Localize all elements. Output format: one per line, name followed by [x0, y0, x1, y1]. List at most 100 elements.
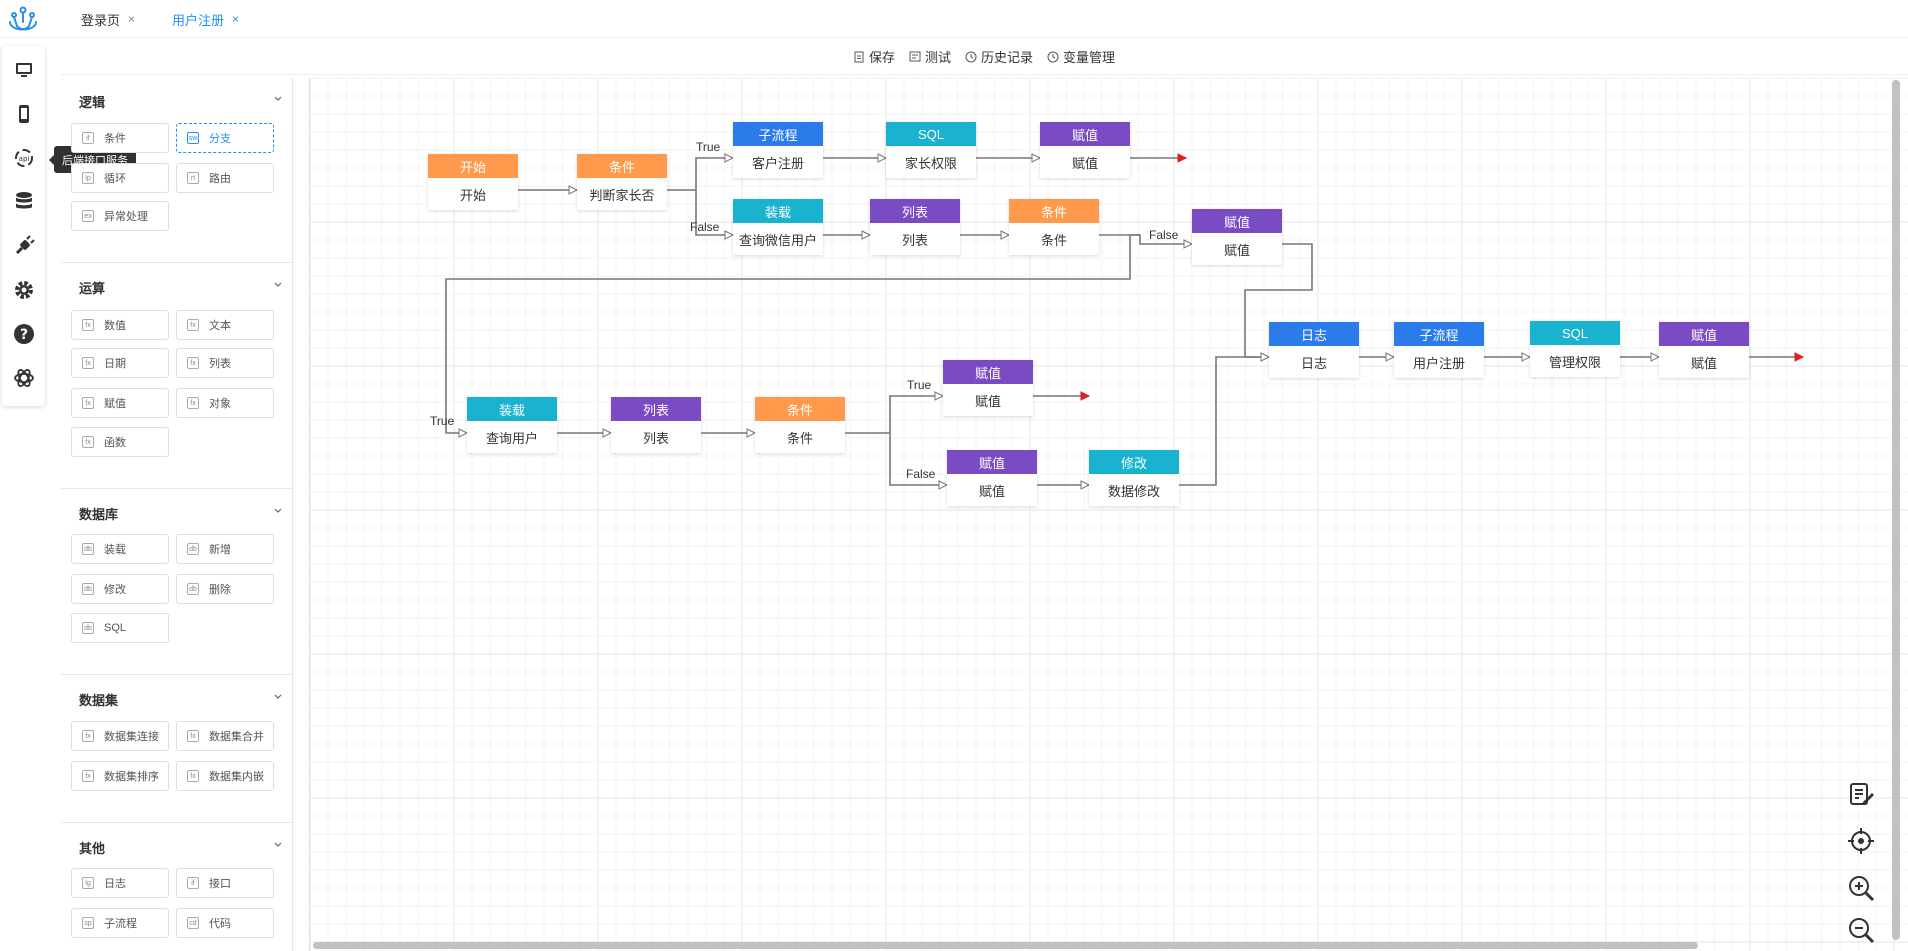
svg-text:api: api	[19, 155, 30, 163]
clock-icon	[965, 51, 977, 62]
flow-node-type: 赋值	[947, 450, 1037, 474]
flow-node[interactable]: 赋值赋值	[1659, 322, 1749, 378]
editor-toolbar: 保存 测试 历史记录 变量管理	[60, 39, 1908, 75]
chevron-down-icon[interactable]	[273, 692, 283, 702]
monitor-icon[interactable]	[12, 58, 36, 82]
flow-edge	[695, 190, 733, 236]
help-icon[interactable]: ?	[12, 322, 36, 346]
flow-node-title: 查询用户	[485, 430, 538, 446]
chevron-down-icon[interactable]	[273, 94, 283, 104]
function-icon: fx	[187, 319, 199, 331]
plugin-icon[interactable]	[12, 234, 36, 258]
flow-node-title: 条件	[1040, 232, 1067, 248]
edge-arrowhead	[934, 391, 945, 401]
flow-node-title: 客户注册	[751, 155, 804, 171]
flow-node-type: 列表	[870, 199, 960, 223]
database-icon[interactable]	[12, 190, 36, 214]
variable-manage-button[interactable]: 变量管理	[1047, 47, 1115, 66]
edge-arrowhead	[1000, 230, 1011, 240]
edit-note-icon[interactable]	[1847, 780, 1875, 808]
flow-node[interactable]: 装载查询微信用户	[733, 199, 823, 255]
flow-node-title: 赋值	[1223, 242, 1250, 258]
flow-node[interactable]: 子流程客户注册	[733, 122, 823, 178]
app-logo-icon[interactable]	[4, 4, 42, 34]
history-label: 历史记录	[981, 50, 1034, 65]
flow-node[interactable]: 条件条件	[755, 397, 845, 453]
locate-icon[interactable]	[1847, 827, 1875, 855]
flow-node-title: 列表	[642, 430, 669, 446]
horizontal-scrollbar[interactable]	[313, 942, 1698, 949]
tab-close-icon[interactable]: ×	[232, 12, 240, 26]
clock-icon	[1047, 51, 1059, 62]
chevron-down-icon[interactable]	[273, 280, 283, 290]
chevron-down-icon[interactable]	[273, 840, 283, 850]
flow-node-type: SQL	[886, 122, 976, 146]
api-service-icon[interactable]: api	[12, 146, 36, 170]
flow-node[interactable]: 列表列表	[870, 199, 960, 255]
component-label: 修改	[104, 584, 126, 596]
flow-node[interactable]: 条件条件	[1009, 199, 1099, 255]
zoom-out-icon[interactable]	[1847, 916, 1875, 944]
tab-user-register[interactable]: 用户注册 ×	[172, 9, 239, 29]
save-button[interactable]: 保存	[853, 47, 895, 66]
flow-node[interactable]: 子流程用户注册	[1394, 322, 1484, 378]
zoom-in-icon[interactable]	[1847, 874, 1875, 902]
flow-node[interactable]: 修改数据修改	[1089, 450, 1179, 506]
component-label: 路由	[209, 173, 231, 185]
flow-node-title: 赋值	[974, 393, 1001, 409]
flow-edges	[445, 153, 1805, 490]
history-button[interactable]: 历史记录	[965, 47, 1033, 66]
flow-node[interactable]: 条件判断家长否	[577, 154, 667, 210]
vertical-scrollbar[interactable]	[1892, 80, 1900, 940]
tab-login[interactable]: 登录页 ×	[81, 9, 135, 29]
tab-close-icon[interactable]: ×	[128, 12, 136, 26]
flow-node-title: 赋值	[1071, 155, 1098, 171]
mobile-icon[interactable]	[12, 102, 36, 126]
edge-arrowhead	[724, 230, 735, 240]
edge-arrowhead	[1521, 352, 1532, 362]
flow-node-type: 修改	[1089, 450, 1179, 474]
flow-node-title: 赋值	[978, 483, 1005, 499]
flow-node[interactable]: 赋值赋值	[943, 360, 1033, 416]
flow-node[interactable]: 赋值赋值	[947, 450, 1037, 506]
test-button[interactable]: 测试	[909, 47, 951, 66]
flow-node[interactable]: 列表列表	[611, 397, 701, 453]
flow-node[interactable]: 赋值赋值	[1040, 122, 1130, 178]
ai-icon[interactable]	[12, 366, 36, 390]
flow-node[interactable]: 开始开始	[428, 154, 518, 210]
flow-node[interactable]: 装载查询用户	[467, 397, 557, 453]
chevron-down-icon[interactable]	[273, 506, 283, 516]
component-label: 数据集合并	[209, 731, 264, 743]
flow-node[interactable]: 日志日志	[1269, 322, 1359, 378]
settings-icon[interactable]	[12, 278, 36, 302]
flow-node[interactable]: 赋值赋值	[1192, 209, 1282, 265]
